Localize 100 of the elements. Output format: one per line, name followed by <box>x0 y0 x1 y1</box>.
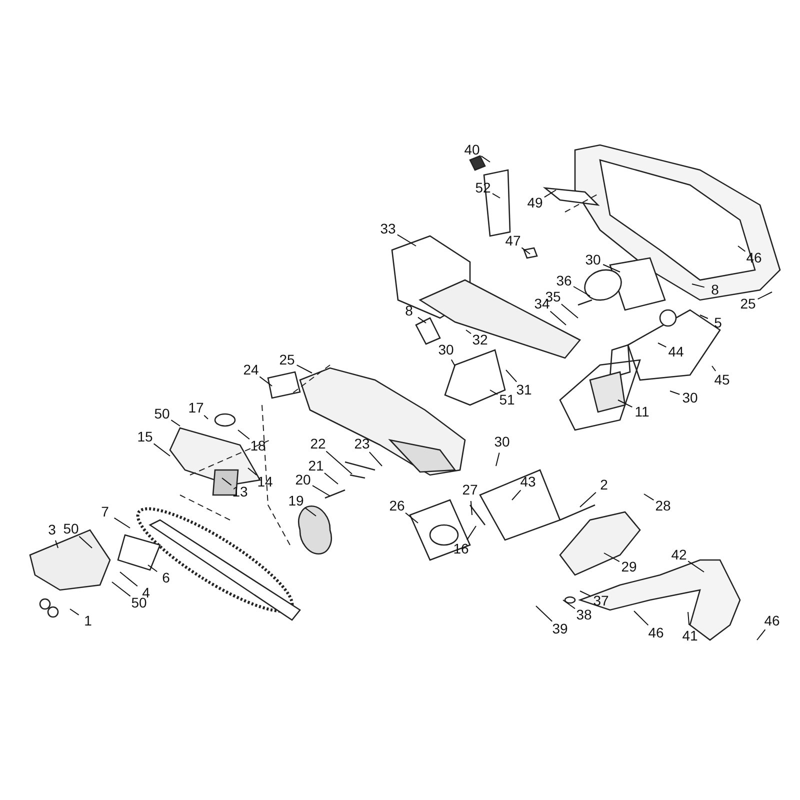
leader-line <box>112 582 131 597</box>
leader-line <box>204 414 208 420</box>
leader-line <box>324 472 338 484</box>
callout-number: 28 <box>655 498 671 514</box>
callout-number: 46 <box>648 626 664 640</box>
callout-number: 23 <box>354 436 370 452</box>
callout-number: 45 <box>714 372 730 388</box>
callout-number: 25 <box>279 352 295 368</box>
callout-number: 15 <box>137 430 153 444</box>
callout-number: 14 <box>257 474 273 490</box>
leader-line <box>738 246 746 252</box>
callout-number: 6 <box>162 570 170 586</box>
callout-number: 46 <box>764 614 780 628</box>
callout-number: 49 <box>527 196 543 210</box>
callout-number: 40 <box>464 142 480 158</box>
callout-number: 22 <box>310 436 326 452</box>
leader-line <box>170 420 180 426</box>
callout-number: 51 <box>499 392 515 408</box>
leader-line <box>304 507 316 516</box>
leader-line <box>536 606 553 622</box>
leader-line <box>222 478 232 486</box>
leader-line <box>712 366 716 372</box>
leader-line <box>153 443 170 456</box>
callout-number: 31 <box>516 382 532 398</box>
leader-line <box>466 330 472 334</box>
leader-line <box>692 284 705 288</box>
callout-number: 32 <box>472 332 488 348</box>
callout-number: 30 <box>438 342 454 358</box>
leader-line <box>562 600 576 610</box>
leader-line <box>688 560 704 572</box>
leader-line <box>658 342 667 348</box>
leader-line <box>602 264 620 272</box>
leader-line <box>512 490 522 500</box>
leader-line <box>618 400 633 408</box>
leader-line <box>114 517 130 528</box>
leader-line <box>521 247 530 254</box>
callout-number: 30 <box>494 434 510 450</box>
leader-line <box>688 612 690 626</box>
callout-number: 50 <box>154 406 170 422</box>
callout-number: 50 <box>131 596 147 610</box>
callout-number: 47 <box>505 234 521 248</box>
leader-line <box>560 304 578 318</box>
callout-number: 50 <box>63 522 79 536</box>
callout-number: 18 <box>250 438 266 454</box>
callout-number: 8 <box>405 304 413 318</box>
leader-line <box>312 485 330 496</box>
callout-number: 43 <box>520 474 536 490</box>
callout-number: 44 <box>668 344 684 360</box>
callout-number: 33 <box>380 222 396 236</box>
callout-number: 38 <box>576 608 592 622</box>
leader-line <box>573 286 590 296</box>
callout-number: 21 <box>308 458 324 474</box>
callout-number: 42 <box>671 548 687 562</box>
callout-number: 36 <box>556 274 572 288</box>
leader-line <box>480 156 490 162</box>
leader-line <box>470 500 472 516</box>
leader-line <box>644 494 654 501</box>
leader-line <box>248 468 257 476</box>
leader-line <box>492 193 500 198</box>
callout-number: 26 <box>389 498 405 514</box>
leader-line <box>296 364 312 374</box>
leader-line <box>450 359 456 366</box>
leader-line <box>506 370 518 382</box>
leader-line <box>396 234 416 246</box>
leader-line <box>148 564 158 572</box>
leader-line <box>550 310 566 326</box>
leader-line <box>756 629 766 640</box>
leader-line <box>757 292 772 300</box>
callout-number: 30 <box>585 252 601 268</box>
callout-number: 39 <box>552 622 568 636</box>
leader-line <box>326 450 352 474</box>
leader-line <box>259 376 272 386</box>
callout-number: 3 <box>48 522 56 538</box>
callout-number: 19 <box>288 494 304 508</box>
leader-line <box>55 540 58 548</box>
leader-line <box>120 572 138 587</box>
leader-line <box>634 610 649 626</box>
callout-number: 5 <box>714 316 722 330</box>
callout-number: 24 <box>243 362 259 378</box>
leader-line <box>70 608 80 616</box>
leader-line <box>604 552 620 562</box>
callout-number: 1 <box>84 614 92 628</box>
callout-number: 11 <box>634 404 650 420</box>
leader-line <box>670 390 680 395</box>
leader-line <box>418 316 426 324</box>
callout-number: 17 <box>188 400 204 416</box>
callout-number: 27 <box>462 482 478 498</box>
leader-line <box>238 430 250 440</box>
leader-line <box>405 512 418 524</box>
leader-line <box>466 526 476 540</box>
leader-line <box>496 452 500 466</box>
leader-line <box>580 492 596 508</box>
leader-line <box>544 190 556 198</box>
callout-number: 7 <box>101 504 109 520</box>
callout-number: 29 <box>621 560 637 574</box>
callout-number: 8 <box>711 282 719 298</box>
callout-number: 2 <box>600 478 608 492</box>
leader-line <box>580 590 592 597</box>
callout-number: 20 <box>295 472 311 488</box>
callout-number: 37 <box>593 594 609 608</box>
